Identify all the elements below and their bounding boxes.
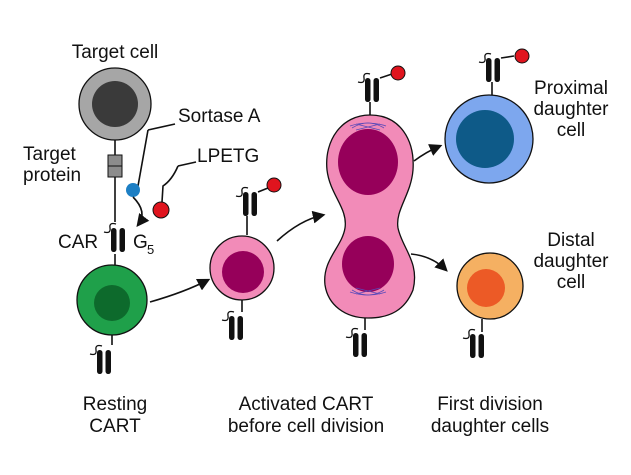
target-cell-label: Target cell <box>72 42 159 63</box>
receptor-icon <box>235 186 258 217</box>
receptor-icon <box>221 310 244 341</box>
proximal-label-2: daughter <box>533 99 609 120</box>
lower-spindle-icon <box>349 287 387 296</box>
first-division-label-1: First division <box>437 394 543 415</box>
lpetg-ball-icon <box>266 177 282 193</box>
arrow-to-activated <box>149 278 211 303</box>
proximal-label-1: Proximal <box>534 78 608 99</box>
target-cell-nucleus <box>92 81 138 127</box>
proximal-daughter-cell <box>444 48 534 184</box>
resting-cart <box>76 190 148 375</box>
target-protein-box-bottom <box>107 165 123 178</box>
proximal-label-3: cell <box>557 120 586 141</box>
lpetg-peptide <box>152 161 197 219</box>
car-label: CAR <box>58 232 98 253</box>
activated-cart-label-1: Activated CART <box>239 394 374 415</box>
lpetg-label: LPETG <box>197 146 259 167</box>
target-protein-label-2: protein <box>23 165 81 186</box>
sortase-a-label: Sortase A <box>178 106 261 127</box>
sortase-icon <box>126 183 140 197</box>
upper-spindle-icon <box>349 122 387 131</box>
lpetg-ball-icon <box>152 201 170 219</box>
lower-nucleus <box>342 236 394 292</box>
receptor-icon <box>478 52 501 83</box>
car-receptor-icon <box>103 222 126 253</box>
resting-cart-nucleus <box>94 285 130 321</box>
activated-cart-nucleus <box>222 251 264 293</box>
g5-subscript: 5 <box>147 242 154 257</box>
first-division-label-2: daughter cells <box>431 416 549 437</box>
receptor-icon <box>462 328 485 359</box>
dividing-cell <box>324 65 416 358</box>
receptor-icon <box>357 72 380 103</box>
receptor-icon <box>345 327 368 358</box>
resting-cart-label-2: CART <box>89 416 141 437</box>
distal-label-3: cell <box>557 272 586 293</box>
distal-cell-nucleus <box>467 269 505 307</box>
target-protein-box-top <box>107 154 123 168</box>
upper-nucleus <box>338 129 398 195</box>
distal-label-2: daughter <box>533 251 609 272</box>
g5-label: G <box>133 232 148 253</box>
distal-daughter-cell <box>456 252 524 359</box>
resting-cart-label-1: Resting <box>83 394 147 415</box>
arrow-to-proximal <box>413 144 443 162</box>
receptor-icon <box>89 344 112 375</box>
target-protein-label-1: Target <box>23 144 77 165</box>
lpetg-ball-icon <box>390 65 406 81</box>
sortase-enzyme <box>126 123 176 228</box>
activated-cart-label-2: before cell division <box>228 416 384 437</box>
proximal-cell-nucleus <box>456 110 514 168</box>
distal-label-1: Distal <box>547 230 595 251</box>
arrow-to-distal <box>410 253 448 272</box>
activated-cart <box>209 177 282 341</box>
lpetg-ball-icon <box>514 48 530 64</box>
target-cell <box>78 67 152 190</box>
arrow-to-dividing <box>276 210 326 242</box>
